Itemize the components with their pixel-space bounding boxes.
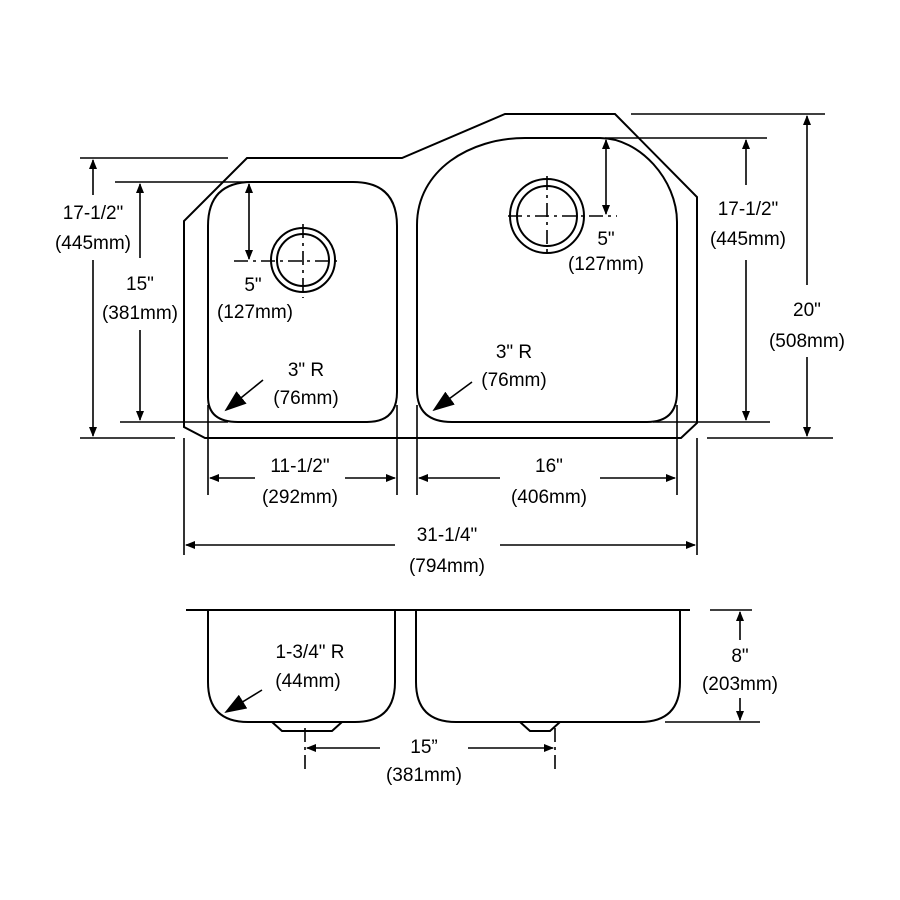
left-bowl-profile [207, 610, 396, 723]
side-radius-mm: (44mm) [275, 671, 340, 692]
overall-width-inch: 31-1/4" [417, 525, 478, 546]
right-bowl-depth-inch: 17-1/2" [718, 199, 779, 220]
overall-height-inch: 20" [793, 300, 821, 321]
dimension-lines [89, 115, 811, 549]
left-bowl [207, 181, 398, 423]
right-bowl [416, 137, 678, 423]
drain-spacing-mm: (381mm) [386, 765, 462, 786]
right-bowl-depth-mm: (445mm) [710, 229, 786, 250]
bowl-depth-mm: (203mm) [702, 674, 778, 695]
left-drain-profile [271, 721, 343, 732]
right-bowl-width-inch: 16" [535, 456, 563, 477]
right-drain-offset-inch: 5" [597, 229, 614, 250]
right-radius-inch: 3" R [496, 342, 532, 363]
right-drain-profile [519, 721, 561, 732]
side-radius-inch: 1-3/4" R [275, 642, 344, 663]
right-radius-mm: (76mm) [481, 370, 546, 391]
left-radius-inch: 3" R [288, 360, 324, 381]
overall-height-mm: (508mm) [769, 331, 845, 352]
overall-depth-mm: (445mm) [55, 233, 131, 254]
left-drain-offset-mm: (127mm) [217, 302, 293, 323]
overall-depth-inch: 17-1/2" [63, 203, 124, 224]
left-drain-offset-inch: 5" [244, 275, 261, 296]
left-bowl-depth-inch: 15" [126, 274, 154, 295]
right-drain [508, 176, 617, 256]
right-bowl-profile [415, 610, 681, 723]
right-drain-offset-mm: (127mm) [568, 254, 644, 275]
left-bowl-depth-mm: (381mm) [102, 303, 178, 324]
left-bowl-width-mm: (292mm) [262, 487, 338, 508]
right-bowl-width-mm: (406mm) [511, 487, 587, 508]
drain-spacing-inch: 15” [410, 737, 437, 758]
overall-width-mm: (794mm) [409, 556, 485, 577]
sink-outline [183, 113, 698, 439]
top-view: 17-1/2" (445mm) 15" (381mm) 5" (127mm) 5… [55, 113, 845, 577]
bowl-depth-inch: 8" [731, 646, 748, 667]
left-radius-mm: (76mm) [273, 388, 338, 409]
left-drain [234, 224, 342, 298]
side-view: 1-3/4" R (44mm) 8" (203mm) 15” (381mm) [186, 609, 778, 786]
extension-lines [80, 113, 833, 555]
left-bowl-width-inch: 11-1/2" [270, 456, 329, 477]
